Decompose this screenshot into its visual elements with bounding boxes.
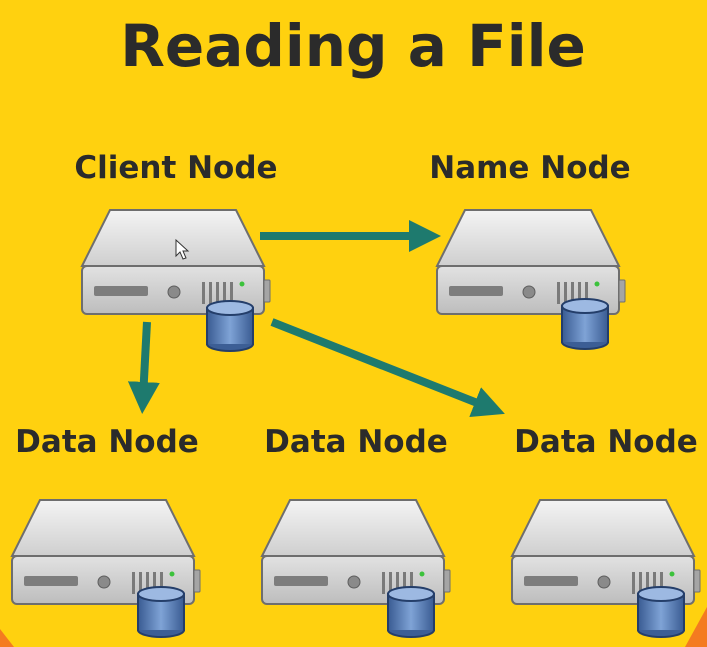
data-node-2-label: Data Node bbox=[264, 424, 448, 460]
data-node-3-label: Data Node bbox=[514, 424, 698, 460]
decorative-corner-left bbox=[0, 629, 14, 647]
name-node-server-icon bbox=[436, 209, 626, 315]
data-node-2-database-icon bbox=[387, 586, 435, 638]
page-title: Reading a File bbox=[120, 12, 586, 80]
decorative-corner-right bbox=[685, 607, 707, 647]
client-node-label: Client Node bbox=[74, 150, 277, 186]
data-node-1-database-icon bbox=[137, 586, 185, 638]
arrow-client-to-datanode-1 bbox=[127, 321, 160, 414]
data-node-3-database-icon bbox=[637, 586, 685, 638]
arrow-client-to-datanode-3 bbox=[270, 318, 505, 418]
name-node-database-icon bbox=[561, 298, 609, 350]
data-node-1-label: Data Node bbox=[15, 424, 199, 460]
client-node-server-icon bbox=[81, 209, 271, 315]
name-node-label: Name Node bbox=[429, 150, 630, 186]
client-node-database-icon bbox=[206, 300, 254, 352]
mouse-cursor-icon bbox=[175, 238, 190, 260]
